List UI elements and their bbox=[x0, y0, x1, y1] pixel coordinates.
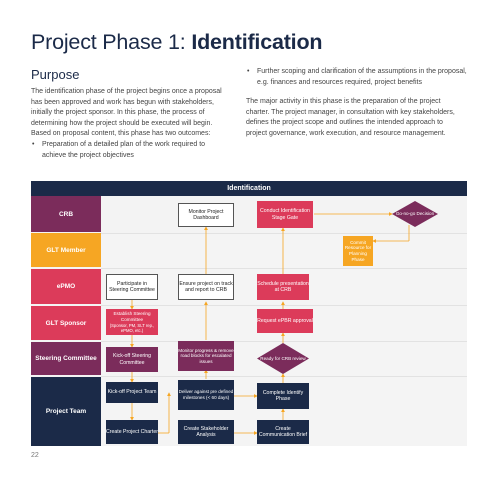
lane-label-crb: CRB bbox=[31, 196, 101, 232]
establish-steering-sub: (Sponsor, PM, SLT rep., ePMO, etc.) bbox=[109, 322, 155, 333]
kickoff-steering-box: Kick-off Steering Committee bbox=[106, 347, 158, 372]
purpose-intro: The identification phase of the project … bbox=[31, 88, 222, 137]
swimlane-diagram: Identification CRB GLT Member ePMO GLT S… bbox=[31, 181, 467, 446]
participate-box: Participate in Steering Committee bbox=[106, 274, 158, 300]
schedule-presentation-box: Schedule presentation at CRB bbox=[257, 274, 309, 300]
complete-identify-box: Complete Identify Phase bbox=[257, 383, 309, 409]
outcome-bullet-1: Preparation of a detailed plan of the wo… bbox=[31, 140, 228, 161]
lane-label-project-team: Project Team bbox=[31, 377, 101, 446]
title-bold: Identification bbox=[191, 30, 323, 54]
lane-separator bbox=[101, 233, 467, 234]
page-title: Project Phase 1: Identification bbox=[31, 30, 323, 55]
lane-separator bbox=[101, 305, 467, 306]
go-no-go-diamond-shape bbox=[392, 201, 438, 227]
establish-steering-label: Establish Steering Committee bbox=[113, 311, 151, 322]
page-number: 22 bbox=[31, 452, 39, 459]
create-charter-box: Create Project Charter bbox=[106, 420, 158, 444]
kickoff-team-box: Kick-off Project Team bbox=[106, 382, 158, 403]
lane-label-glt-member: GLT Member bbox=[31, 233, 101, 267]
lane-label-steering-committee: Steering Committee bbox=[31, 342, 101, 375]
monitor-dashboard-box: Monitor Project Dashboard bbox=[178, 203, 234, 227]
establish-steering-box: Establish Steering Committee (Sponsor, P… bbox=[106, 309, 158, 335]
ready-crb-decision: Ready for CRB review bbox=[260, 355, 306, 361]
commit-resource-box: Commit Resource for Planning Phase bbox=[343, 236, 373, 266]
lane-label-glt-sponsor: GLT Sponsor bbox=[31, 306, 101, 340]
lane-label-epmo: ePMO bbox=[31, 269, 101, 304]
major-activity-text: The major activity in this phase is the … bbox=[246, 98, 455, 137]
ensure-track-box: Ensure project on track and report to CR… bbox=[178, 274, 234, 300]
lane-separator bbox=[101, 341, 467, 342]
conduct-gate-box: Conduct Identification Stage Gate bbox=[257, 201, 313, 228]
go-no-go-decision: Go-no-go Decision bbox=[395, 211, 435, 217]
purpose-heading: Purpose bbox=[31, 67, 80, 82]
title-plain: Project Phase 1: bbox=[31, 30, 186, 54]
request-epbr-box: Request ePBR approval bbox=[257, 309, 313, 333]
lane-separator bbox=[101, 268, 467, 269]
monitor-progress-box: Monitor progress & remove road blocks fo… bbox=[178, 341, 234, 371]
deliver-milestones-box: Deliver against pre defined milestones (… bbox=[178, 380, 234, 410]
create-communication-box: Create Communication Brief bbox=[257, 420, 309, 444]
create-stakeholder-box: Create Stakeholder Analysis bbox=[178, 420, 234, 444]
ready-crb-diamond-shape bbox=[257, 343, 309, 374]
diagram-header: Identification bbox=[31, 181, 467, 196]
outcome-bullet-2: Further scoping and clarification of the… bbox=[246, 67, 469, 88]
flow-arrows bbox=[130, 212, 410, 435]
